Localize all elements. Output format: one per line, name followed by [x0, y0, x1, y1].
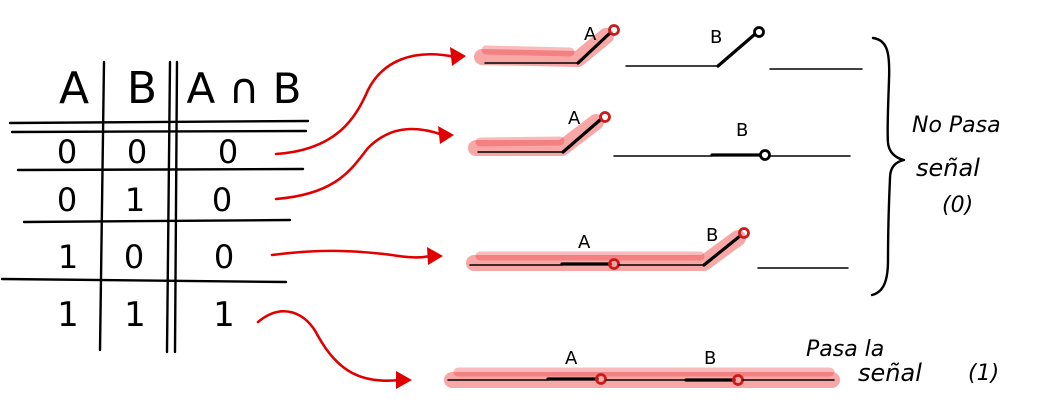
pasa-value: (1) — [968, 361, 999, 386]
switch-b-pivot — [753, 26, 765, 38]
truth-table: A B A ∩ B 0 0 0 0 1 0 1 0 0 — [0, 60, 310, 354]
cell-r1-b: 0 — [127, 133, 147, 171]
no-pasa-line3: (0) — [942, 193, 973, 218]
pasa-annotation: Pasa la señal (1) — [806, 337, 999, 387]
switch-a-label: A — [578, 232, 591, 253]
cell-r3-ab: 0 — [214, 238, 234, 276]
cell-r2-a: 0 — [57, 181, 77, 219]
switch-a-label: A — [565, 348, 578, 369]
no-pasa-annotation: No Pasa señal (0) — [912, 113, 1001, 218]
no-pasa-line2: señal — [916, 154, 980, 182]
cell-r2-ab: 0 — [212, 181, 232, 219]
table-row: 0 0 0 — [57, 133, 238, 171]
switch-a-label: A — [584, 24, 597, 45]
arrow-row-3 — [270, 247, 443, 265]
circuit-row-2: A B — [468, 108, 851, 161]
pasa-line2: señal — [858, 359, 922, 387]
arrow-row-1 — [274, 47, 466, 156]
switch-a-pivot — [599, 111, 611, 123]
switch-a-label: A — [568, 108, 581, 129]
header-a: A — [59, 63, 89, 114]
circuit-row-1: A B — [474, 24, 863, 70]
cell-r3-b: 0 — [124, 238, 144, 276]
arrows — [256, 47, 466, 389]
pasa-line1: Pasa la — [806, 337, 884, 362]
cell-r3-a: 1 — [58, 238, 78, 276]
arrow-row-4 — [256, 310, 412, 389]
switch-b-label: B — [710, 27, 722, 48]
switch-a-pivot — [608, 24, 620, 36]
switch-a-pivot — [595, 373, 607, 385]
switch-a-pivot — [608, 258, 620, 270]
cell-r1-a: 0 — [57, 133, 77, 171]
curly-brace — [870, 36, 906, 297]
circuit-row-4: A B — [444, 348, 840, 388]
switch-b-pivot — [738, 227, 750, 239]
cell-r4-a: 1 — [57, 295, 79, 335]
cell-r4-ab: 1 — [213, 295, 235, 335]
switch-b-label: B — [736, 120, 748, 141]
cell-r1-ab: 0 — [218, 133, 238, 171]
arrow-row-2 — [274, 126, 454, 201]
header-b: B — [127, 63, 157, 114]
table-row: 1 0 0 — [58, 238, 234, 276]
table-row: 1 1 1 — [57, 295, 235, 335]
header-a-and-b: A ∩ B — [187, 64, 302, 113]
no-pasa-line1: No Pasa — [912, 113, 1001, 138]
switch-b-label: B — [706, 225, 718, 246]
switch-b-label: B — [704, 348, 716, 369]
circuit-row-3: A B — [466, 225, 849, 271]
table-row: 0 1 0 — [57, 181, 232, 219]
table-grid — [0, 60, 310, 354]
cell-r4-b: 1 — [124, 295, 146, 335]
switch-b-pivot — [759, 149, 771, 161]
cell-r2-b: 1 — [125, 181, 145, 219]
